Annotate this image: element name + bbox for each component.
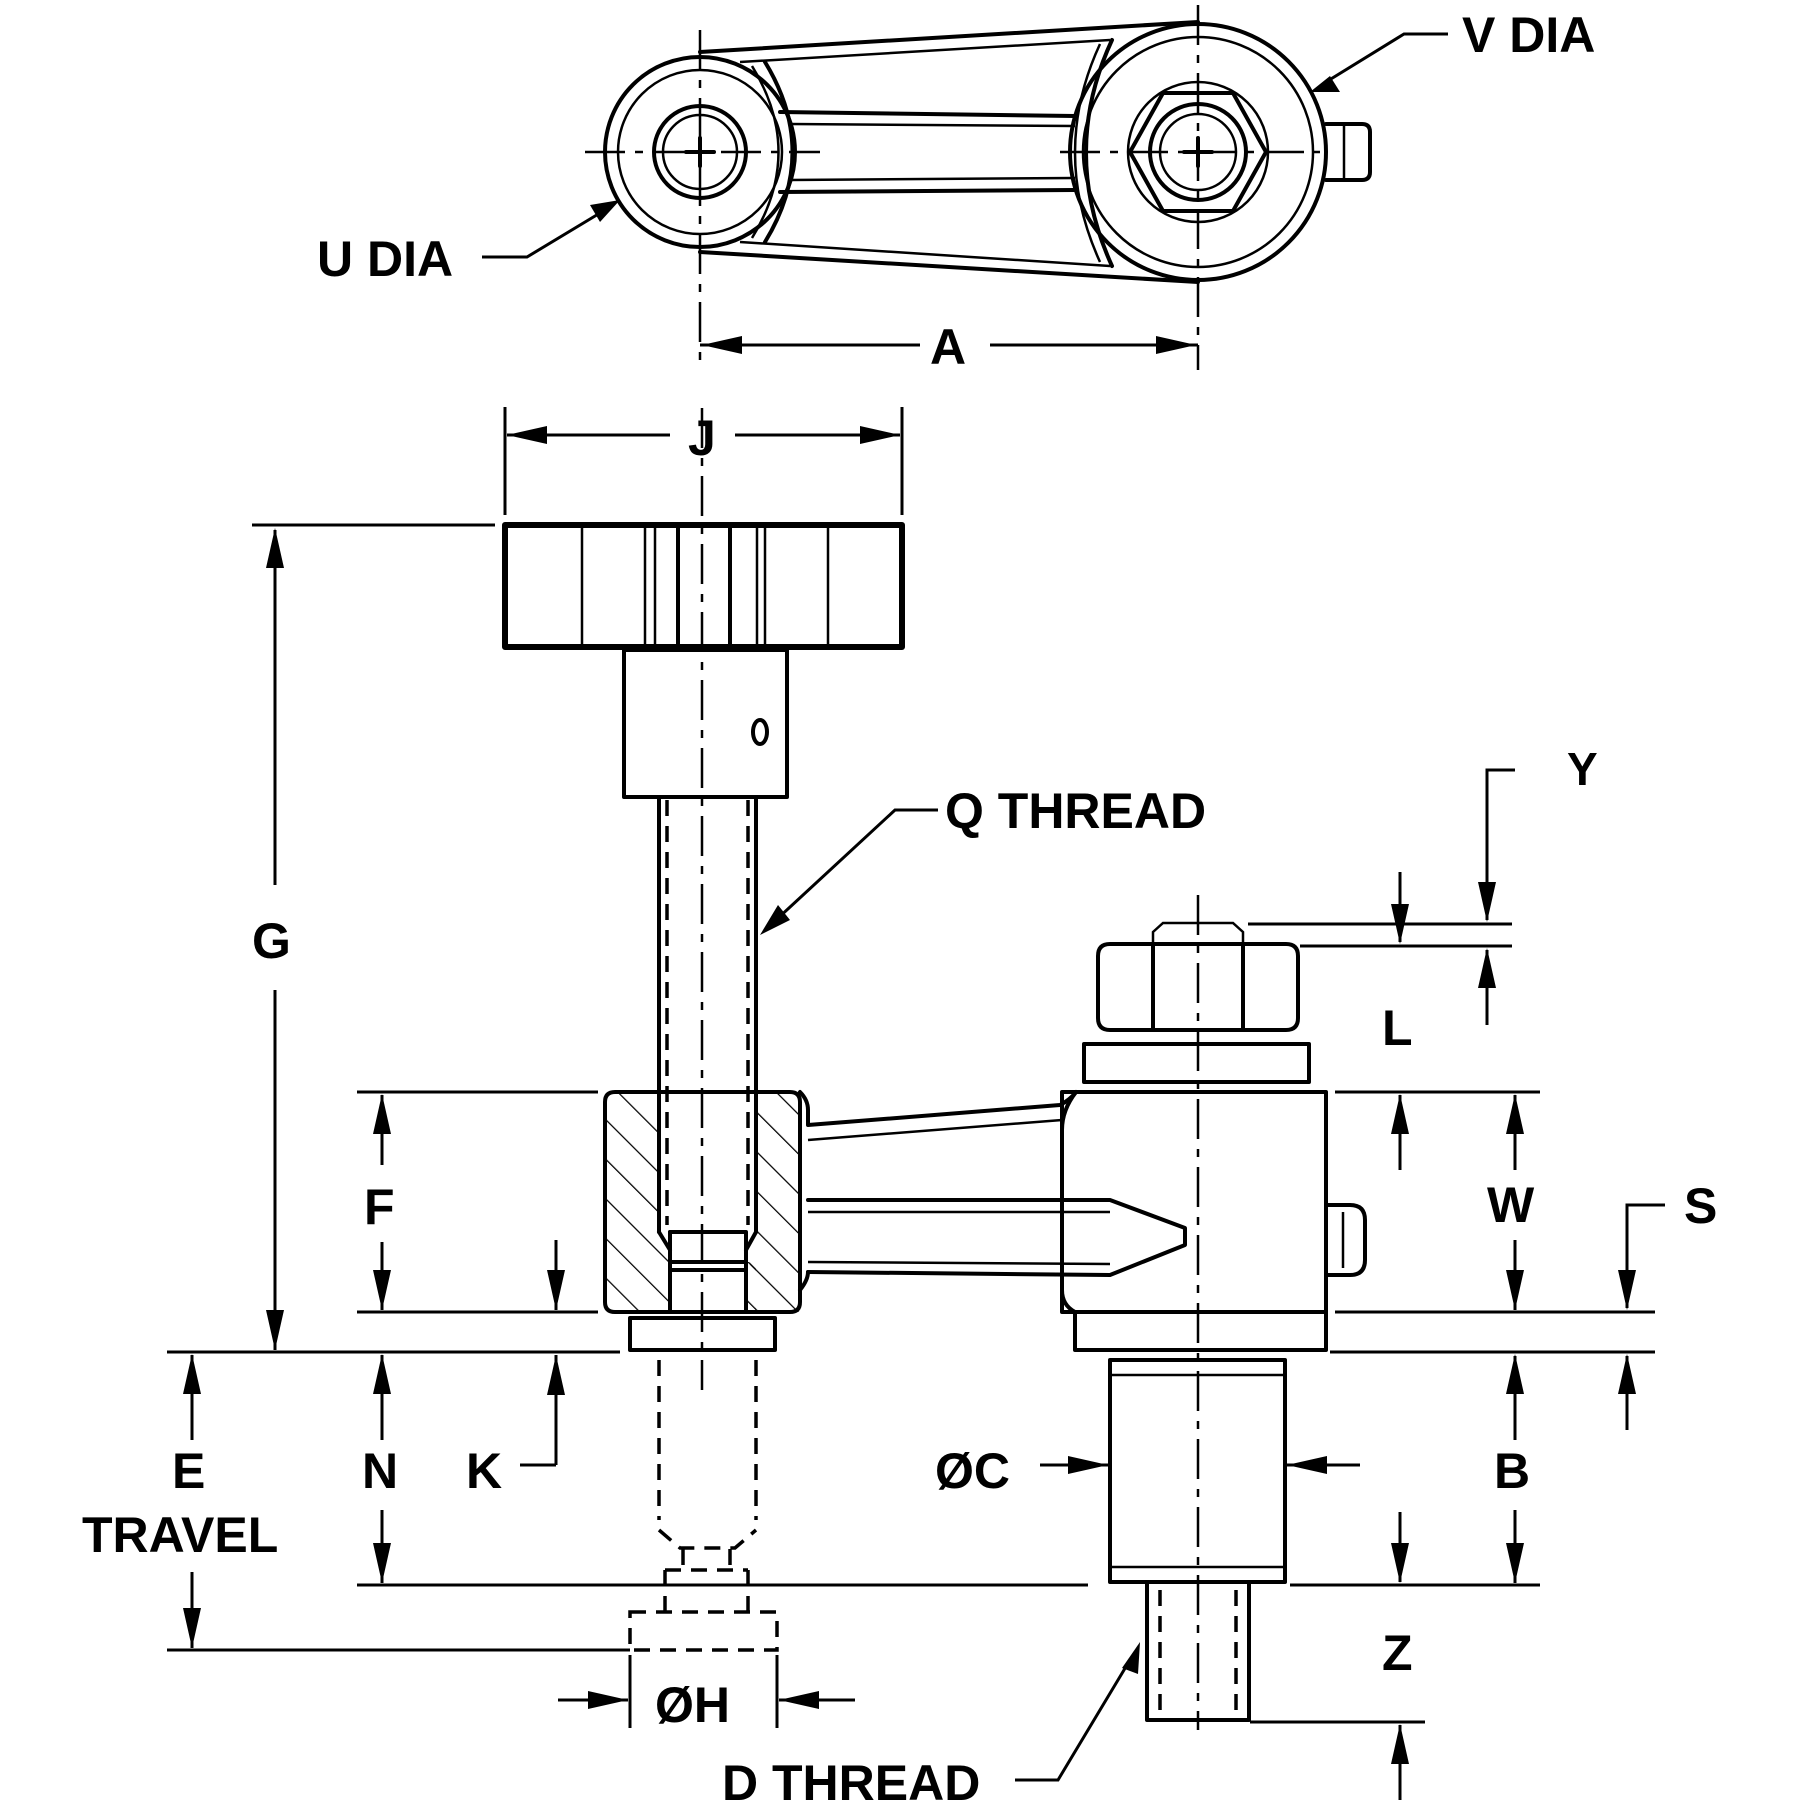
v-dia-callout: V DIA: [1310, 7, 1595, 92]
dimension-a: A: [700, 319, 1198, 375]
h-label: ØH: [655, 1677, 730, 1733]
g-label: G: [252, 913, 291, 969]
left-boss-outer: [603, 55, 797, 249]
hub-body: [622, 648, 789, 799]
dimension-c: ØC: [935, 1443, 1360, 1499]
left-body-section: [603, 1090, 802, 1352]
travel-hidden-spindle: [628, 1360, 779, 1652]
travel-hidden-pad: [628, 1610, 779, 1652]
threaded-shaft: [657, 795, 758, 1234]
arm-left-neck: [763, 60, 795, 244]
hex-nut-left-flat: [1096, 942, 1155, 1032]
dimension-n: N: [357, 1354, 1088, 1587]
dimension-k: K: [466, 1240, 565, 1499]
z-label: Z: [1382, 1625, 1413, 1681]
arm-bottom-edge: [698, 250, 1200, 284]
knurled-knob: [502, 522, 905, 650]
hex-nut-chamfer: [1151, 921, 1245, 946]
arm-upper-edge: [798, 1090, 1078, 1127]
f-label: F: [364, 1179, 395, 1235]
dimension-f: F: [357, 1090, 598, 1314]
dimension-g: G: [252, 523, 495, 1350]
b-label: B: [1494, 1443, 1530, 1499]
dimension-z: Z: [1250, 1512, 1425, 1800]
top-view: [585, 5, 1372, 370]
right-collar: [1073, 1310, 1328, 1352]
side-plug: [1324, 1203, 1367, 1277]
dimension-b: B: [1290, 1354, 1540, 1587]
right-body: [1060, 895, 1367, 1730]
left-boss-inner: [616, 68, 784, 236]
right-boss-outer: [1068, 22, 1328, 282]
c-label: ØC: [935, 1443, 1010, 1499]
hex-chamfer-circle: [1126, 80, 1270, 224]
pressure-pad: [628, 1316, 777, 1352]
l-label: L: [1382, 1000, 1413, 1056]
u-dia-callout: U DIA: [317, 200, 620, 287]
set-screw-hole: [751, 718, 769, 746]
y-label: Y: [1567, 743, 1598, 795]
d-thread-label: D THREAD: [722, 1755, 980, 1803]
q-thread-callout: Q THREAD: [760, 783, 1206, 935]
dimension-y: Y: [1248, 743, 1598, 1025]
knob-body: [502, 522, 905, 650]
k-label: K: [466, 1443, 502, 1499]
dimension-w: W: [1335, 1090, 1655, 1314]
dimension-h: ØH: [558, 1655, 855, 1733]
knob-hub: [622, 648, 789, 799]
dimension-l: L: [1382, 872, 1413, 1056]
w-label: W: [1487, 1177, 1535, 1233]
s-label: S: [1684, 1178, 1717, 1234]
top-hex-nut: [1128, 91, 1268, 213]
a-label: A: [930, 319, 966, 375]
left-body-outline: [603, 1090, 802, 1314]
left-bore: [652, 104, 748, 200]
washer: [1082, 1042, 1311, 1084]
dimension-e-travel: E TRAVEL: [82, 1354, 630, 1652]
travel-label: TRAVEL: [82, 1507, 278, 1563]
dimension-j: J: [503, 407, 904, 515]
left-bore-inner: [661, 113, 739, 191]
right-bore: [1148, 102, 1248, 202]
right-boss-inner: [1081, 35, 1315, 269]
u-dia-label: U DIA: [317, 231, 453, 287]
clamp-arm: [798, 1090, 1187, 1314]
n-label: N: [362, 1443, 398, 1499]
v-dia-label: V DIA: [1462, 7, 1595, 63]
hex-nut-right-flat: [1241, 942, 1300, 1032]
e-label: E: [172, 1443, 205, 1499]
dimension-s: S: [1330, 1178, 1717, 1430]
arm-top-edge: [698, 20, 1200, 54]
d-thread-callout: D THREAD: [722, 1642, 1140, 1803]
q-thread-label: Q THREAD: [945, 783, 1206, 839]
d-thread-stud: [1145, 1580, 1251, 1722]
top-side-plug: [1324, 122, 1372, 182]
